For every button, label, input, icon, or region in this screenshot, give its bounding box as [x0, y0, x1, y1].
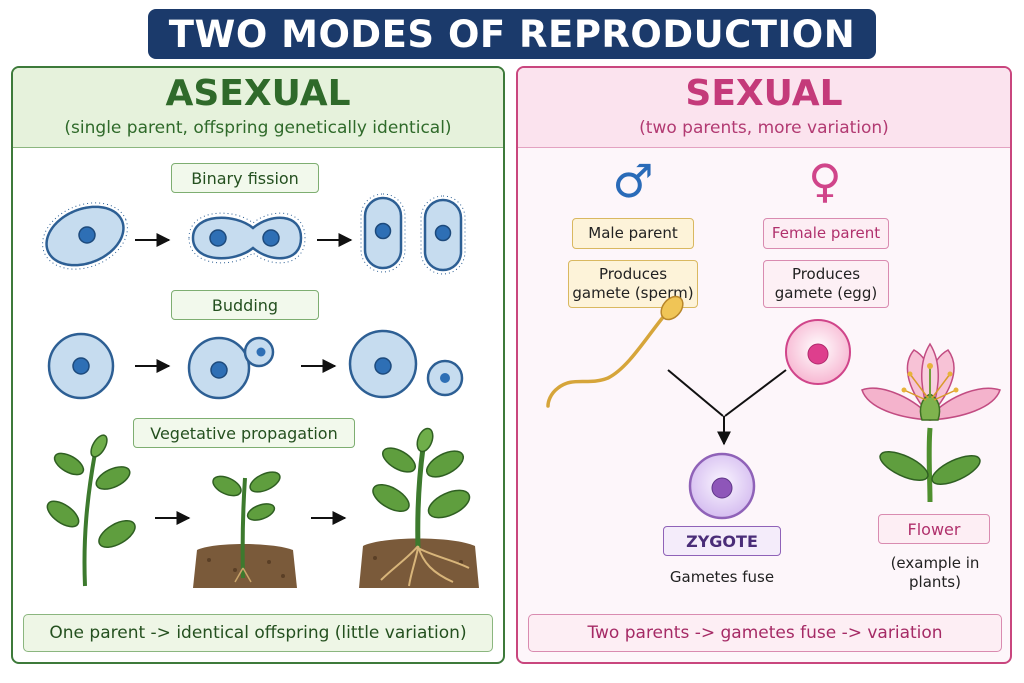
female-gamete-label: Produces gamete (egg): [763, 260, 889, 308]
asexual-summary: One parent -> identical offspring (littl…: [23, 614, 493, 652]
sexual-panel: SEXUAL (two parents, more variation) ♂ ♀…: [516, 66, 1012, 664]
plant-icon: [46, 434, 136, 587]
daughter-cell-icon: [360, 193, 406, 273]
sexual-header: SEXUAL (two parents, more variation): [518, 68, 1010, 148]
plant-cutting-icon: [193, 471, 297, 588]
bud-cell-icon: [426, 359, 464, 397]
sexual-illustrations: [546, 295, 1001, 520]
budding-label: Budding: [171, 290, 319, 320]
zygote-label: ZYGOTE: [663, 526, 781, 556]
female-symbol-icon: ♀: [808, 154, 842, 208]
sperm-icon: [546, 295, 684, 408]
egg-icon: [785, 319, 851, 385]
fusion-arrows: [667, 369, 787, 446]
female-parent-label: Female parent: [763, 218, 889, 249]
zygote-icon: [688, 452, 756, 520]
rooted-plant-icon: [359, 427, 479, 588]
page-title: TWO MODES OF REPRODUCTION: [148, 9, 876, 59]
budding-cell-icon: [187, 336, 275, 400]
flower-icon: [861, 342, 1001, 503]
zygote-caption: Gametes fuse: [669, 568, 775, 586]
parent-cell-icon: [348, 329, 418, 399]
asexual-illustrations: [42, 193, 479, 588]
male-symbol-icon: ♂: [612, 154, 654, 208]
sexual-heading: SEXUAL: [685, 73, 843, 114]
flower-label: Flower: [878, 514, 990, 544]
yeast-cell-icon: [47, 332, 115, 400]
sexual-subheading: (two parents, more variation): [639, 118, 889, 138]
paramecium-cell-icon: [42, 202, 128, 270]
asexual-header: ASEXUAL (single parent, offspring geneti…: [13, 68, 503, 148]
vegetative-propagation-label: Vegetative propagation: [133, 418, 355, 448]
flower-caption: (example in plants): [890, 554, 980, 591]
sexual-summary: Two parents -> gametes fuse -> variation: [528, 614, 1002, 652]
asexual-panel: ASEXUAL (single parent, offspring geneti…: [11, 66, 505, 664]
binary-fission-label: Binary fission: [171, 163, 319, 193]
dividing-cell-icon: [188, 212, 306, 264]
asexual-heading: ASEXUAL: [165, 73, 351, 114]
male-parent-label: Male parent: [572, 218, 694, 249]
asexual-subheading: (single parent, offspring genetically id…: [64, 118, 452, 138]
daughter-cell-icon: [420, 195, 466, 275]
